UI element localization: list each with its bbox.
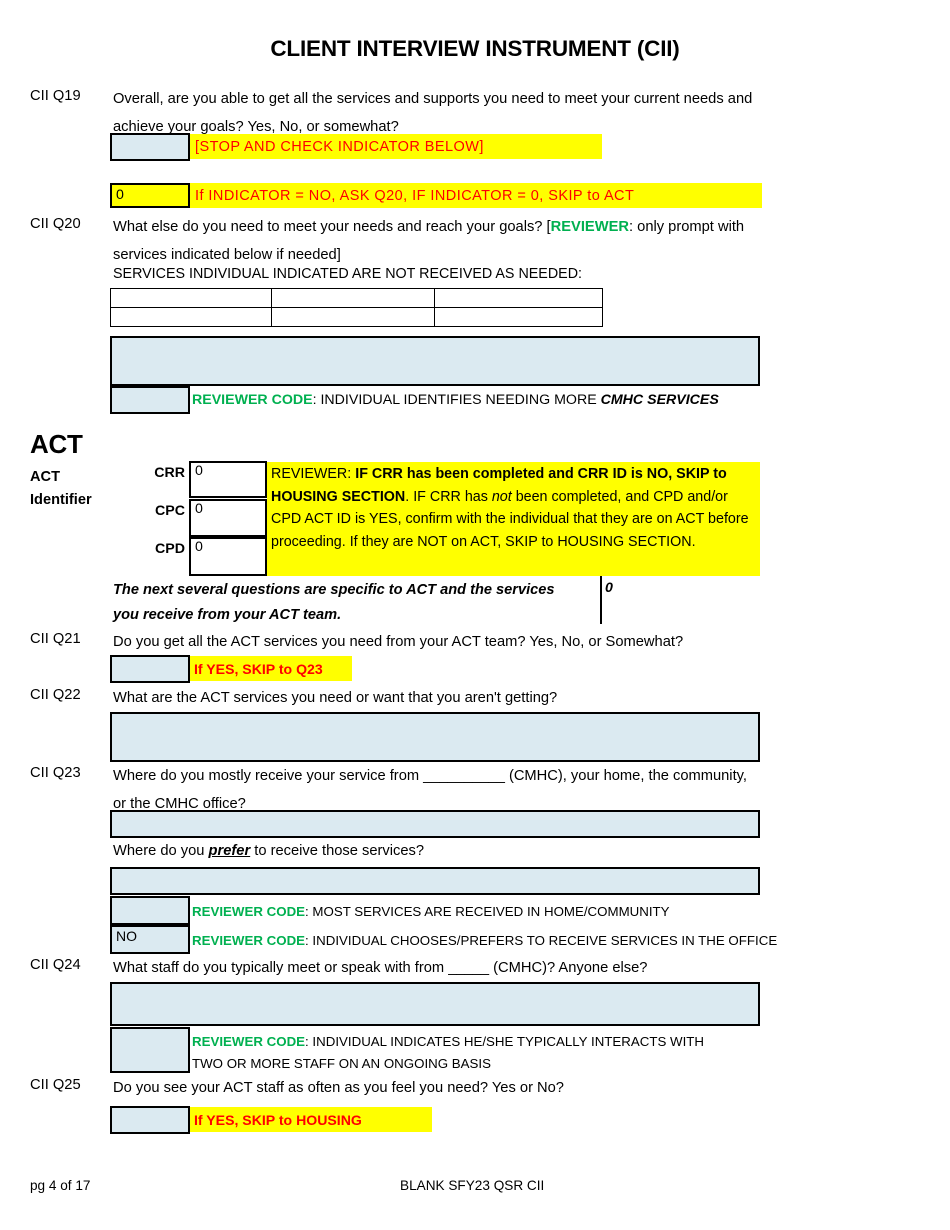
question-label-q20: CII Q20	[30, 216, 81, 232]
reviewer-code-label: REVIEWER CODE	[192, 1034, 306, 1049]
footer-document-name: BLANK SFY23 QSR CII	[400, 1178, 545, 1193]
q23-reviewer-code-box-2[interactable]: NO	[110, 925, 190, 954]
question-text-q23: Where do you mostly receive your service…	[113, 768, 747, 812]
q20-reviewer-word: REVIEWER	[550, 219, 629, 235]
act-transition-value[interactable]: 0	[605, 580, 613, 596]
question-text-q20: What else do you need to meet your needs…	[113, 213, 768, 269]
reviewer-code-body: : INDIVIDUAL CHOOSES/PREFERS TO RECEIVE …	[305, 933, 778, 948]
reviewer-code-body: : INDIVIDUAL IDENTIFIES NEEDING MORE	[312, 392, 601, 408]
act-note-mid2: been completed, and CPD and/or CPD ACT I…	[271, 488, 749, 551]
act-note-bold1: IF CRR has been completed and CRR ID is …	[271, 466, 727, 505]
question-label-q19: CII Q19	[30, 88, 81, 104]
act-id-box-crr[interactable]: 0	[189, 461, 267, 498]
question-text-q19: Overall, are you able to get all the ser…	[113, 91, 753, 135]
act-transition-divider	[600, 576, 602, 624]
reviewer-code-label: REVIEWER CODE	[192, 392, 313, 408]
page-title: CLIENT INTERVIEW INSTRUMENT (CII)	[270, 36, 680, 61]
q23-followup-after: to receive those services?	[250, 843, 425, 859]
reviewer-code-label: REVIEWER CODE	[192, 904, 306, 919]
question-label-q23: CII Q23	[30, 765, 81, 781]
question-text-q24: What staff do you typically meet or spea…	[113, 960, 648, 976]
q22-answer-box[interactable]	[110, 712, 760, 762]
table-row[interactable]	[110, 307, 603, 327]
table-row[interactable]	[110, 288, 603, 308]
q24-reviewer-code-box[interactable]	[110, 1027, 190, 1073]
q23-followup-text: Where do you prefer to receive those ser…	[113, 841, 424, 862]
q20-reviewer-code-box[interactable]	[110, 386, 190, 414]
q21-note-highlight	[190, 656, 352, 681]
q19-note2-highlight	[190, 183, 762, 208]
act-id-tag-cpd: CPD	[155, 541, 185, 557]
act-reviewer-note: REVIEWER: IF CRR has been completed and …	[267, 462, 760, 576]
q24-reviewer-code-line1: REVIEWER CODE: INDIVIDUAL INDICATES HE/S…	[192, 1031, 704, 1052]
q24-answer-box[interactable]	[110, 982, 760, 1026]
q23-followup-before: Where do you	[113, 843, 209, 859]
q19-note2-text: If INDICATOR = NO, ASK Q20, IF INDICATOR…	[195, 188, 635, 204]
reviewer-code-body: : MOST SERVICES ARE RECEIVED IN HOME/COM…	[305, 904, 670, 919]
grid-cell[interactable]	[270, 288, 436, 308]
act-identifier-label-line2: Identifier	[30, 492, 92, 508]
question-text-q21: Do you get all the ACT services you need…	[113, 634, 684, 650]
q25-note-highlight	[190, 1107, 432, 1132]
reviewer-code-label: REVIEWER CODE	[192, 933, 306, 948]
q23-answer-box[interactable]	[110, 810, 760, 838]
q20-answer-box[interactable]	[110, 336, 760, 386]
reviewer-code-body: : INDIVIDUAL INDICATES HE/SHE TYPICALLY …	[305, 1034, 705, 1049]
act-id-tag-cpc: CPC	[155, 503, 185, 519]
q19-note1-text: [STOP AND CHECK INDICATOR BELOW]	[195, 139, 484, 155]
act-transition-line1: The next several questions are specific …	[113, 582, 555, 598]
grid-cell[interactable]	[110, 288, 272, 308]
q23-reviewer-code-box-1[interactable]	[110, 896, 190, 925]
q23-followup-answer-box[interactable]	[110, 867, 760, 895]
grid-cell[interactable]	[110, 307, 272, 327]
reviewer-code-emphasis: CMHC SERVICES	[600, 392, 719, 408]
act-id-box-cpd[interactable]: 0	[189, 537, 267, 576]
act-note-mid1: . IF CRR has	[405, 488, 492, 505]
act-id-box-cpc[interactable]: 0	[189, 499, 267, 537]
question-text-q25: Do you see your ACT staff as often as yo…	[113, 1080, 564, 1096]
grid-cell[interactable]	[434, 307, 603, 327]
footer-page-number: pg 4 of 17	[30, 1178, 91, 1193]
q23-reviewer-code-text-2: REVIEWER CODE: INDIVIDUAL CHOOSES/PREFER…	[192, 930, 777, 951]
q21-note-text: If YES, SKIP to Q23	[194, 661, 323, 677]
q19-answer-box[interactable]	[110, 133, 190, 161]
question-label-q21: CII Q21	[30, 631, 81, 647]
act-note-italic1: not	[491, 488, 512, 505]
q25-answer-box[interactable]	[110, 1106, 190, 1134]
act-identifier-label-line1: ACT	[30, 469, 60, 485]
q20-text-part2: : only prompt with services indicated be…	[113, 219, 745, 263]
q23-reviewer-code-text-1: REVIEWER CODE: MOST SERVICES ARE RECEIVE…	[192, 901, 670, 922]
q20-text-part1: What else do you need to meet your needs…	[113, 219, 551, 235]
question-label-q25: CII Q25	[30, 1077, 81, 1093]
q20-reviewer-code-text: REVIEWER CODE: INDIVIDUAL IDENTIFIES NEE…	[192, 390, 719, 411]
q24-reviewer-code-line2: TWO OR MORE STAFF ON AN ONGOING BASIS	[192, 1056, 491, 1071]
act-note-lead: REVIEWER:	[271, 466, 356, 482]
question-label-q22: CII Q22	[30, 687, 81, 703]
q23-followup-emphasis: prefer	[208, 843, 251, 859]
question-label-q24: CII Q24	[30, 957, 81, 973]
q19-indicator-box[interactable]: 0	[110, 183, 190, 208]
q19-note1-highlight	[190, 134, 602, 159]
q25-note-text: If YES, SKIP to HOUSING	[194, 1112, 362, 1128]
act-section-title: ACT	[30, 429, 83, 459]
grid-cell[interactable]	[270, 307, 436, 327]
q21-answer-box[interactable]	[110, 655, 190, 683]
question-text-q22: What are the ACT services you need or wa…	[113, 690, 558, 706]
act-id-tag-crr: CRR	[154, 465, 185, 481]
grid-cell[interactable]	[434, 288, 603, 308]
q20-services-header: SERVICES INDIVIDUAL INDICATED ARE NOT RE…	[113, 266, 582, 282]
q20-services-grid[interactable]	[110, 288, 603, 327]
act-transition-line2: you receive from your ACT team.	[113, 607, 342, 623]
